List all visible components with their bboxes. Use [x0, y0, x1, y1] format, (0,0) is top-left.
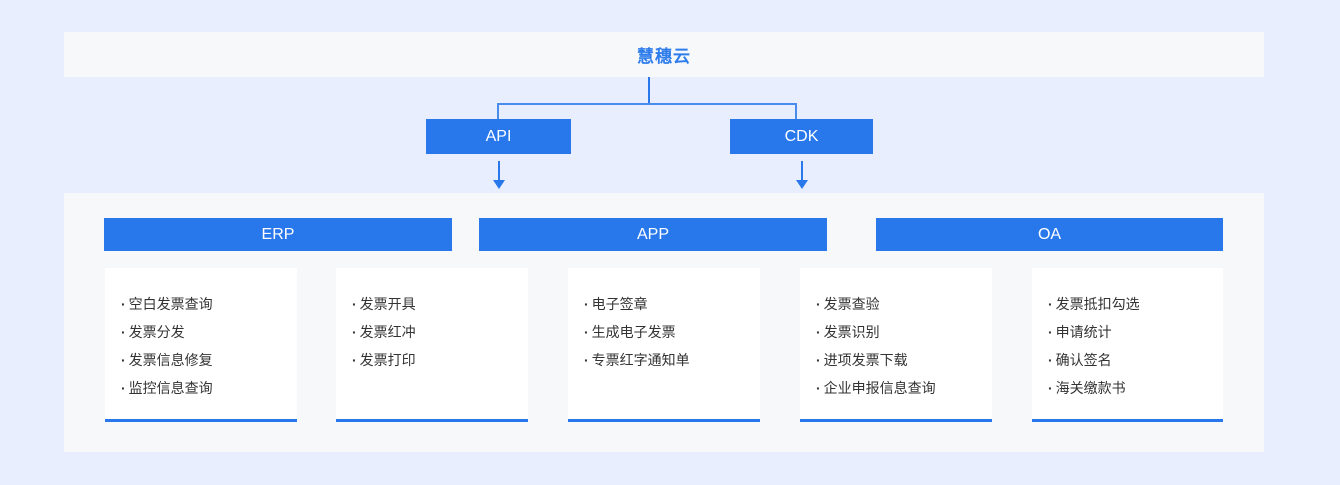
feature-item: ·生成电子发票 — [584, 318, 748, 346]
feature-item: ·发票信息修复 — [121, 346, 285, 374]
feature-list: ·电子签章 ·生成电子发票 ·专票红字通知单 — [584, 290, 748, 374]
feature-item-label: 发票识别 — [823, 324, 880, 340]
connector-drop-cdk — [795, 103, 797, 120]
feature-item: ·发票开具 — [352, 290, 516, 318]
system-bar-app: APP — [479, 218, 827, 251]
feature-item-label: 企业申报信息查询 — [823, 380, 936, 396]
feature-item: ·发票打印 — [352, 346, 516, 374]
bullet-icon: · — [121, 324, 126, 340]
bullet-icon: · — [121, 380, 126, 396]
feature-item: ·企业申报信息查询 — [816, 374, 980, 402]
down-arrow-icon — [796, 161, 808, 190]
feature-list: ·发票抵扣勾选 ·申请统计 ·确认签名 ·海关缴款书 — [1048, 290, 1211, 402]
feature-item-label: 发票信息修复 — [128, 352, 213, 368]
bullet-icon: · — [121, 352, 126, 368]
feature-item: ·空白发票查询 — [121, 290, 285, 318]
feature-item-label: 电子签章 — [591, 296, 648, 312]
feature-card-4: ·发票查验 ·发票识别 ·进项发票下载 ·企业申报信息查询 — [800, 268, 992, 422]
feature-item-label: 发票红冲 — [359, 324, 416, 340]
cdk-node: CDK — [730, 119, 873, 154]
connector-stem-line — [648, 77, 650, 104]
arrow-head — [796, 180, 808, 189]
feature-item: ·海关缴款书 — [1048, 374, 1211, 402]
feature-item-label: 申请统计 — [1055, 324, 1112, 340]
connector-horizontal-line — [497, 103, 797, 105]
feature-card-3: ·电子签章 ·生成电子发票 ·专票红字通知单 — [568, 268, 760, 422]
bullet-icon: · — [816, 352, 821, 368]
arrow-head — [493, 180, 505, 189]
bullet-icon: · — [121, 296, 126, 312]
bullet-icon: · — [1048, 380, 1053, 396]
feature-item-label: 空白发票查询 — [128, 296, 213, 312]
feature-item-label: 发票查验 — [823, 296, 880, 312]
feature-item-label: 确认签名 — [1055, 352, 1112, 368]
feature-list: ·发票查验 ·发票识别 ·进项发票下载 ·企业申报信息查询 — [816, 290, 980, 402]
feature-item: ·发票红冲 — [352, 318, 516, 346]
feature-item: ·监控信息查询 — [121, 374, 285, 402]
feature-item-label: 生成电子发票 — [591, 324, 676, 340]
system-bar-oa: OA — [876, 218, 1223, 251]
title-band: 慧穗云 — [64, 32, 1264, 77]
feature-item: ·进项发票下载 — [816, 346, 980, 374]
bullet-icon: · — [584, 352, 589, 368]
bullet-icon: · — [352, 296, 357, 312]
arrow-shaft — [498, 161, 500, 181]
feature-item-label: 发票分发 — [128, 324, 185, 340]
arrow-shaft — [801, 161, 803, 181]
feature-list: ·空白发票查询 ·发票分发 ·发票信息修复 ·监控信息查询 — [121, 290, 285, 402]
feature-item: ·确认签名 — [1048, 346, 1211, 374]
feature-item-label: 监控信息查询 — [128, 380, 213, 396]
bullet-icon: · — [816, 324, 821, 340]
feature-item: ·申请统计 — [1048, 318, 1211, 346]
feature-item: ·电子签章 — [584, 290, 748, 318]
bullet-icon: · — [584, 296, 589, 312]
bullet-icon: · — [1048, 324, 1053, 340]
feature-item-label: 专票红字通知单 — [591, 352, 690, 368]
bullet-icon: · — [816, 296, 821, 312]
feature-item-label: 发票开具 — [359, 296, 416, 312]
feature-item: ·发票抵扣勾选 — [1048, 290, 1211, 318]
feature-item: ·专票红字通知单 — [584, 346, 748, 374]
bullet-icon: · — [1048, 352, 1053, 368]
feature-item: ·发票识别 — [816, 318, 980, 346]
feature-item: ·发票查验 — [816, 290, 980, 318]
feature-item-label: 发票打印 — [359, 352, 416, 368]
feature-list: ·发票开具 ·发票红冲 ·发票打印 — [352, 290, 516, 374]
bullet-icon: · — [816, 380, 821, 396]
bullet-icon: · — [352, 324, 357, 340]
feature-item: ·发票分发 — [121, 318, 285, 346]
bullet-icon: · — [1048, 296, 1053, 312]
feature-card-2: ·发票开具 ·发票红冲 ·发票打印 — [336, 268, 528, 422]
diagram-title: 慧穗云 — [637, 47, 691, 66]
system-bar-erp: ERP — [104, 218, 452, 251]
feature-item-label: 发票抵扣勾选 — [1055, 296, 1140, 312]
bullet-icon: · — [352, 352, 357, 368]
connector-drop-api — [497, 103, 499, 120]
feature-card-1: ·空白发票查询 ·发票分发 ·发票信息修复 ·监控信息查询 — [105, 268, 297, 422]
api-node: API — [426, 119, 571, 154]
feature-item-label: 海关缴款书 — [1055, 380, 1126, 396]
bullet-icon: · — [584, 324, 589, 340]
feature-item-label: 进项发票下载 — [823, 352, 908, 368]
down-arrow-icon — [493, 161, 505, 190]
feature-card-5: ·发票抵扣勾选 ·申请统计 ·确认签名 ·海关缴款书 — [1032, 268, 1223, 422]
